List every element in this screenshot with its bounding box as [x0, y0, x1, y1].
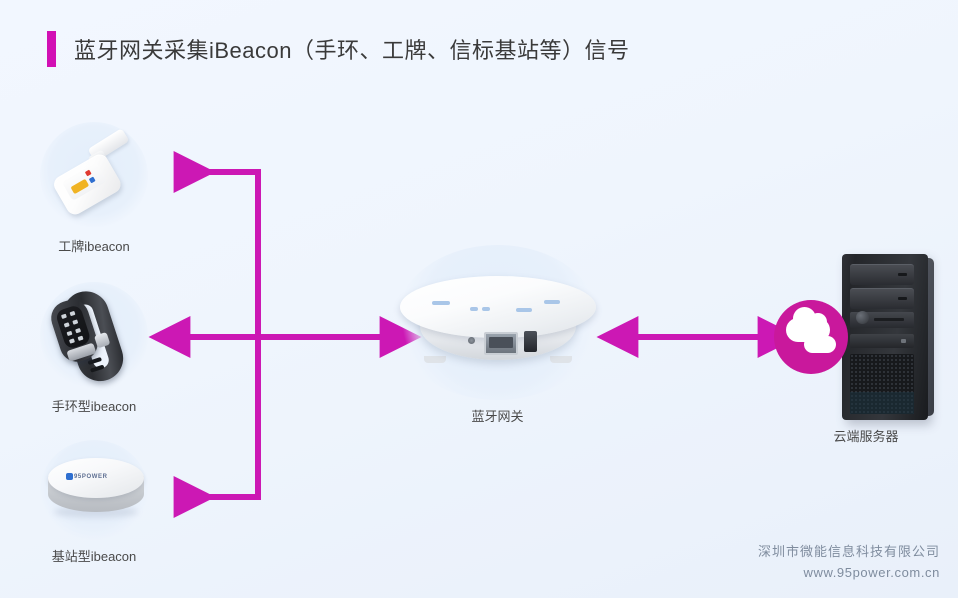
footer-company: 深圳市微能信息科技有限公司	[757, 544, 940, 560]
node-label-gateway: 蓝牙网关	[471, 409, 524, 424]
badge-beacon-icon	[26, 112, 163, 240]
title-accent-bar	[47, 31, 56, 67]
server-tower-icon	[834, 254, 942, 422]
puck-beacon-icon: 95POWER	[40, 450, 148, 530]
node-gateway[interactable]: 蓝牙网关	[395, 245, 600, 425]
node-cloud-server[interactable]: 云端服务器	[768, 252, 958, 445]
bluetooth-gateway-icon	[398, 268, 598, 378]
node-label-station-beacon: 基站型ibeacon	[51, 549, 137, 564]
cloud-icon	[774, 300, 848, 374]
station-beacon-halo: 95POWER	[40, 440, 148, 540]
node-label-wristband-beacon: 手环型ibeacon	[51, 399, 137, 414]
node-badge-beacon[interactable]: 工牌ibeacon	[33, 122, 155, 255]
wristband-beacon-icon	[31, 273, 157, 399]
wristband-beacon-halo	[40, 282, 148, 390]
page-title-text: 蓝牙网关采集iBeacon（手环、工牌、信标基站等）信号	[74, 38, 630, 63]
node-label-badge-beacon: 工牌ibeacon	[58, 239, 130, 254]
cloud-server-group	[768, 252, 958, 424]
footer: 深圳市微能信息科技有限公司 www.95power.com.cn	[758, 542, 940, 584]
node-label-cloud-server: 云端服务器	[833, 429, 899, 444]
badge-beacon-halo	[40, 122, 148, 230]
node-wristband-beacon[interactable]: 手环型ibeacon	[33, 282, 155, 415]
page-title: 蓝牙网关采集iBeacon（手环、工牌、信标基站等）信号	[47, 29, 630, 69]
gateway-halo	[395, 245, 600, 400]
node-station-beacon[interactable]: 95POWER 基站型ibeacon	[33, 440, 155, 565]
footer-website[interactable]: www.95power.com.cn	[803, 565, 940, 581]
puck-logo-text: 95POWER	[74, 474, 108, 480]
